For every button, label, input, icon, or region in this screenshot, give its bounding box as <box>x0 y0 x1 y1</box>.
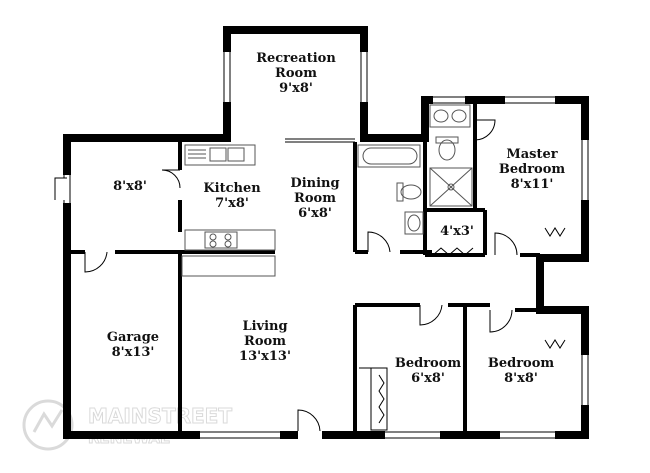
master-bedroom-size: 8'x11' <box>511 177 554 192</box>
kitchen-name: Kitchen <box>203 181 261 196</box>
counter <box>181 255 276 277</box>
garage-size: 8'x13' <box>112 345 155 360</box>
garage-name: Garage <box>107 330 159 345</box>
bathroom-sink-icon <box>404 211 424 235</box>
master-bedroom-name-line1: Master <box>506 147 557 162</box>
watermark-line1: MAINSTREET <box>88 404 232 428</box>
closet-size: 4'x3' <box>440 224 474 239</box>
recreation-room-size: 9'x8' <box>279 81 313 96</box>
kitchen-sink-icon <box>184 144 256 166</box>
kitchen-size: 7'x8' <box>215 196 249 211</box>
bathtub-icon <box>357 144 421 168</box>
watermark-logo: MAINSTREET RENEWAL <box>22 399 233 451</box>
bedroom-right-size: 8'x8' <box>504 371 538 386</box>
dining-room-size: 6'x8' <box>298 206 332 221</box>
bedroom-right-name: Bedroom <box>488 356 555 371</box>
master-sink-icon <box>429 104 471 128</box>
master-toilet-icon <box>435 136 459 161</box>
master-bedroom-name-line2: Bedroom <box>499 162 566 177</box>
room-labels: Recreation Room 9'x8' Master Bedroom 8'x… <box>107 51 565 386</box>
utility-room-size: 8'x8' <box>113 179 147 194</box>
fixtures <box>181 104 473 277</box>
recreation-room-name-line1: Recreation <box>256 51 336 66</box>
stove-icon <box>184 229 276 251</box>
living-room-size: 13'x13' <box>239 349 291 364</box>
living-room-name-line1: Living <box>242 319 287 334</box>
dining-room-name-line1: Dining <box>290 176 339 191</box>
bifold-doors <box>359 227 566 431</box>
shower-icon <box>429 167 473 207</box>
bedroom-small-name: Bedroom <box>395 356 462 371</box>
recreation-room-name-line2: Room <box>275 66 317 81</box>
windows <box>63 52 589 439</box>
dining-room-name-line2: Room <box>294 191 336 206</box>
interior-walls <box>67 100 540 435</box>
toilet-icon <box>396 182 422 202</box>
entry-doors <box>54 177 322 439</box>
living-room-name-line2: Room <box>244 334 286 349</box>
bedroom-small-size: 6'x8' <box>411 371 445 386</box>
door-swings <box>84 119 518 333</box>
